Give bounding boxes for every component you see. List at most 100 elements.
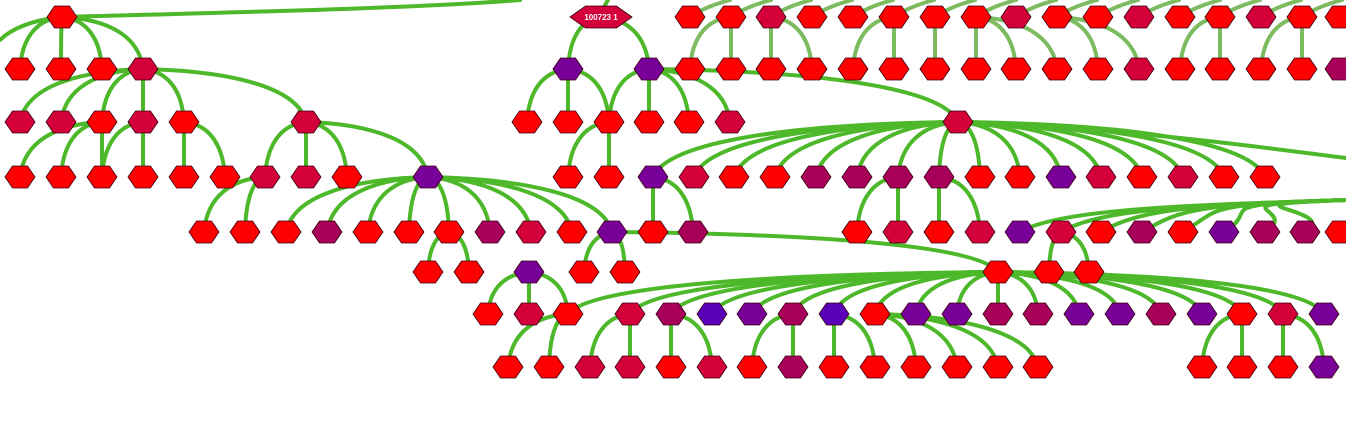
graph-node bbox=[755, 5, 787, 29]
graph-node bbox=[574, 355, 606, 379]
graph-node bbox=[674, 57, 706, 81]
graph-node bbox=[168, 165, 200, 189]
graph-node bbox=[960, 57, 992, 81]
graph-node bbox=[837, 57, 869, 81]
graph-node bbox=[696, 302, 728, 326]
graph-node bbox=[777, 355, 809, 379]
graph-node bbox=[352, 220, 384, 244]
graph-node bbox=[1022, 302, 1054, 326]
graph-node bbox=[1000, 5, 1032, 29]
graph-node bbox=[674, 5, 706, 29]
graph-node bbox=[1045, 220, 1077, 244]
graph-node bbox=[919, 5, 951, 29]
graph-node bbox=[1164, 5, 1196, 29]
node-layer bbox=[4, 5, 1346, 379]
graph-node bbox=[1226, 302, 1258, 326]
graph-node bbox=[777, 302, 809, 326]
graph-node bbox=[1000, 57, 1032, 81]
graph-node bbox=[4, 57, 36, 81]
graph-node bbox=[1186, 355, 1218, 379]
graph-node bbox=[878, 57, 910, 81]
graph-edge bbox=[141, 67, 308, 124]
graph-node bbox=[1324, 57, 1346, 81]
graph-node bbox=[1286, 5, 1318, 29]
graph-node bbox=[1289, 220, 1321, 244]
graph-node bbox=[1082, 5, 1114, 29]
graph-node bbox=[229, 220, 261, 244]
graph-node bbox=[673, 110, 705, 134]
graph-node bbox=[552, 57, 584, 81]
graph-node bbox=[1045, 165, 1077, 189]
graph-node bbox=[942, 110, 974, 134]
graph-node bbox=[609, 260, 641, 284]
graph-node bbox=[393, 220, 425, 244]
graph-node bbox=[86, 165, 118, 189]
graph-node bbox=[715, 5, 747, 29]
graph-node bbox=[882, 220, 914, 244]
graph-node bbox=[736, 302, 768, 326]
graph-node bbox=[249, 165, 281, 189]
graph-node bbox=[818, 302, 850, 326]
graph-node bbox=[1004, 220, 1036, 244]
graph-node bbox=[941, 355, 973, 379]
graph-node bbox=[715, 57, 747, 81]
graph-node bbox=[1167, 165, 1199, 189]
graph-node bbox=[1085, 165, 1117, 189]
graph-node bbox=[86, 57, 118, 81]
graph-node bbox=[1167, 220, 1199, 244]
graph-node bbox=[45, 110, 77, 134]
graph-node bbox=[964, 165, 996, 189]
graph-node bbox=[168, 110, 200, 134]
graph-edge bbox=[304, 120, 430, 179]
graph-node bbox=[1226, 355, 1258, 379]
graph-node bbox=[900, 302, 932, 326]
graph-node bbox=[755, 57, 787, 81]
graph-node bbox=[1208, 165, 1240, 189]
graph-node bbox=[859, 302, 891, 326]
graph-node bbox=[633, 110, 665, 134]
graph-node bbox=[1249, 220, 1281, 244]
graph-node bbox=[45, 57, 77, 81]
graph-node bbox=[4, 165, 36, 189]
graph-node bbox=[1245, 57, 1277, 81]
graph-node bbox=[412, 165, 444, 189]
graph-node bbox=[1308, 355, 1340, 379]
graph-node bbox=[127, 110, 159, 134]
node-label-100723: 100723 1 bbox=[584, 13, 618, 22]
graph-node bbox=[515, 220, 547, 244]
graph-node bbox=[1145, 302, 1177, 326]
graph-node bbox=[556, 220, 588, 244]
graph-node bbox=[513, 302, 545, 326]
graph-node bbox=[1204, 5, 1236, 29]
graph-node bbox=[718, 165, 750, 189]
graph-node bbox=[1004, 165, 1036, 189]
graph-node bbox=[1186, 302, 1218, 326]
graph-node bbox=[818, 355, 850, 379]
graph-node bbox=[796, 5, 828, 29]
graph-node bbox=[837, 5, 869, 29]
graph-node bbox=[878, 5, 910, 29]
graph-node bbox=[412, 260, 444, 284]
graph-node bbox=[1082, 57, 1114, 81]
graph-edge bbox=[647, 67, 960, 124]
graph-node bbox=[511, 110, 543, 134]
graph-edge bbox=[996, 270, 1326, 316]
graph-node bbox=[982, 260, 1014, 284]
graph-node bbox=[492, 355, 524, 379]
graph-node bbox=[569, 5, 633, 29]
graph-node bbox=[637, 165, 669, 189]
graph-node bbox=[1208, 220, 1240, 244]
graph-node bbox=[841, 165, 873, 189]
graph-node bbox=[960, 5, 992, 29]
graph-node bbox=[1245, 5, 1277, 29]
graph-node bbox=[1286, 57, 1318, 81]
graph-node bbox=[433, 220, 465, 244]
graph-node bbox=[1022, 355, 1054, 379]
graph-node bbox=[614, 302, 646, 326]
graph-node bbox=[923, 220, 955, 244]
graph-node bbox=[1041, 5, 1073, 29]
graph-node bbox=[923, 165, 955, 189]
graph-node bbox=[841, 220, 873, 244]
graph-node bbox=[882, 165, 914, 189]
graph-node bbox=[759, 165, 791, 189]
